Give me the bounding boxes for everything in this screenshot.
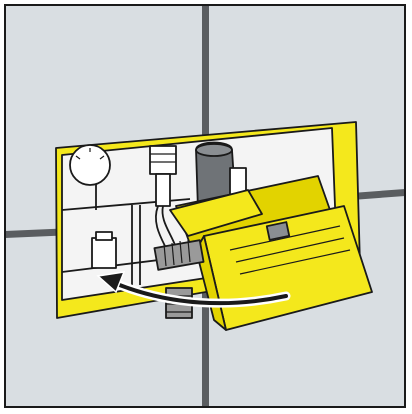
gauge-icon	[69, 144, 111, 186]
flush-valve-module	[153, 175, 373, 331]
bracket-left	[91, 231, 117, 269]
rotation-arrow	[96, 271, 291, 308]
image-border	[4, 4, 406, 408]
hose-connector	[149, 145, 177, 249]
